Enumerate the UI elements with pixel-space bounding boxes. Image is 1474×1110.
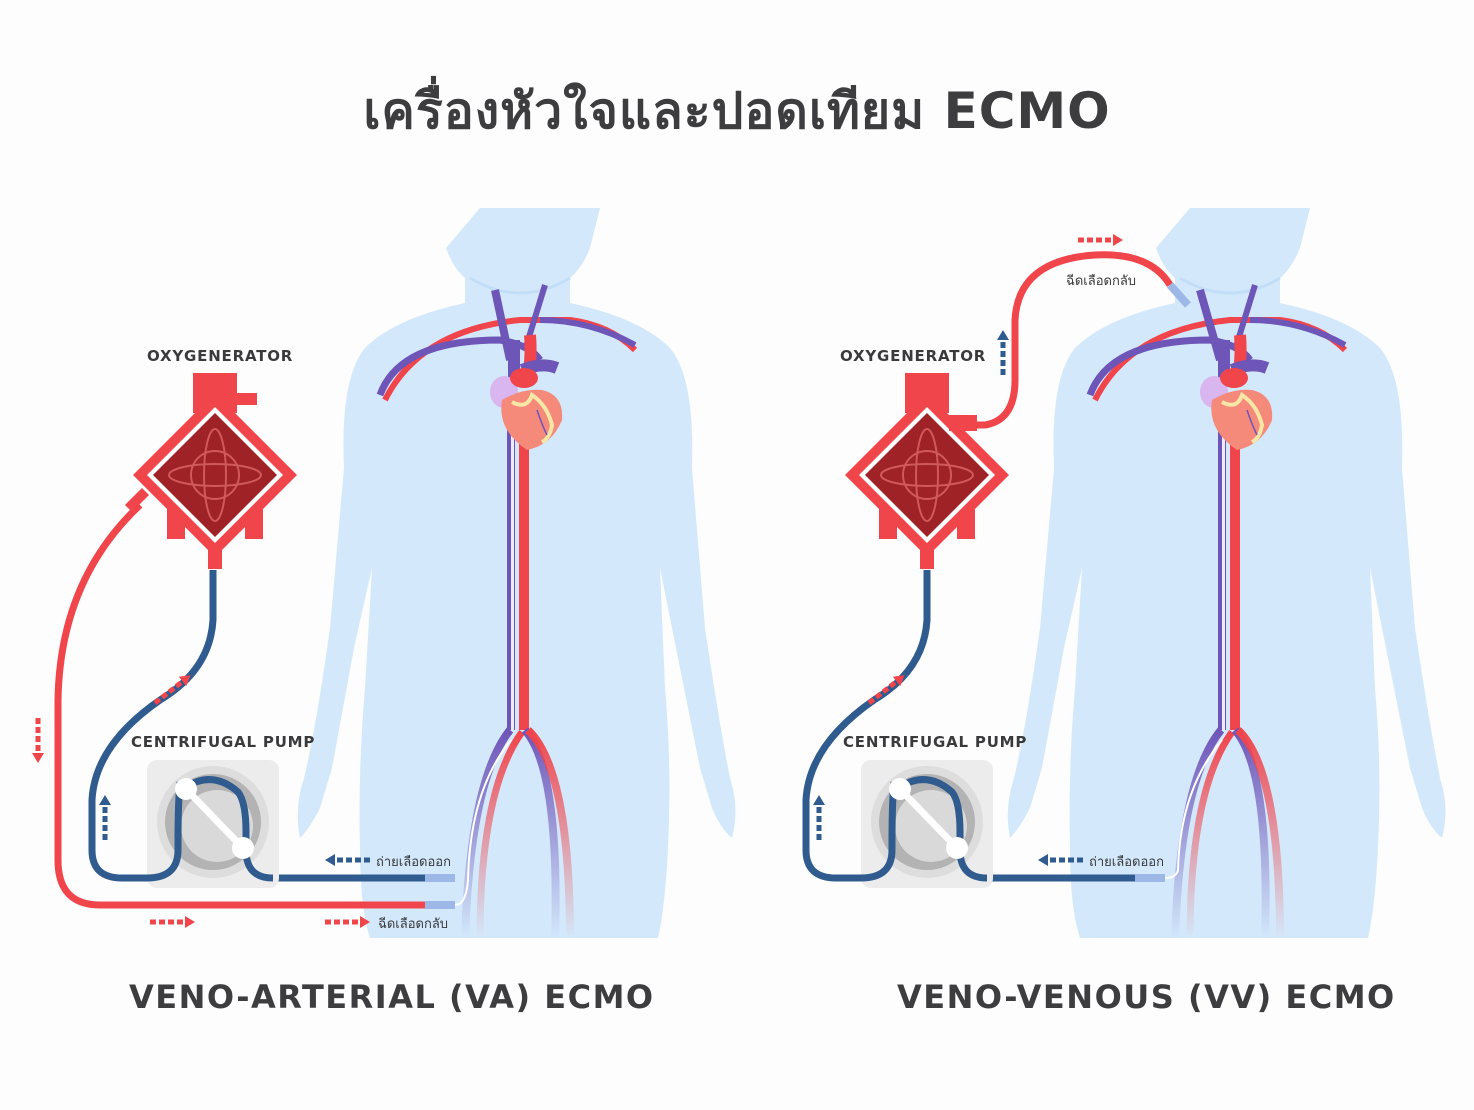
va-up-arrow-icon	[99, 795, 111, 840]
va-diagonal-arrow-icon	[151, 670, 195, 708]
va-drain-label: ถ่ายเลือดออก	[376, 855, 451, 870]
va-return-line	[54, 502, 425, 909]
vv-return-cannula	[1167, 282, 1191, 308]
va-centrifugal-pump-icon	[146, 760, 279, 888]
vv-up-arrow-icon	[813, 795, 825, 840]
va-return-label: ฉีดเลือดกลับ	[378, 917, 449, 932]
va-down-arrow-icon	[32, 718, 44, 763]
vv-return-label: ฉีดเลือดกลับ	[1066, 274, 1137, 289]
vv-drain-label: ถ่ายเลือดออก	[1089, 855, 1164, 870]
vv-panel	[802, 206, 1448, 941]
page-title: เครื่องหัวใจและปอดเทียม ECMO	[363, 82, 1111, 140]
va-panel	[32, 206, 738, 941]
vv-drain-cannula	[1135, 874, 1165, 882]
va-oxygenator-icon	[124, 372, 298, 570]
va-return-arrow-icon	[150, 916, 195, 928]
vv-up-arrow-oxygenator-icon	[997, 330, 1009, 375]
vv-centrifugal-pump-icon	[860, 760, 993, 888]
va-caption: VENO-ARTERIAL (VA) ECMO	[129, 978, 655, 1016]
vv-oxygenator-icon	[844, 372, 1010, 570]
va-oxygenator-label: OXYGENERATOR	[147, 347, 294, 365]
va-return-cannula	[425, 901, 455, 909]
vv-return-arrow-icon	[1078, 234, 1123, 246]
vv-oxygenator-label: OXYGENERATOR	[840, 347, 987, 365]
va-vessels	[376, 284, 638, 941]
vv-pump-label: CENTRIFUGAL PUMP	[843, 733, 1028, 751]
va-pump-label: CENTRIFUGAL PUMP	[131, 733, 316, 751]
vv-diagonal-arrow-icon	[865, 670, 909, 708]
va-return-label-arrow-icon	[325, 916, 370, 928]
vv-return-line	[965, 251, 1173, 429]
vv-caption: VENO-VENOUS (VV) ECMO	[897, 978, 1396, 1016]
va-drain-cannula	[425, 874, 455, 882]
